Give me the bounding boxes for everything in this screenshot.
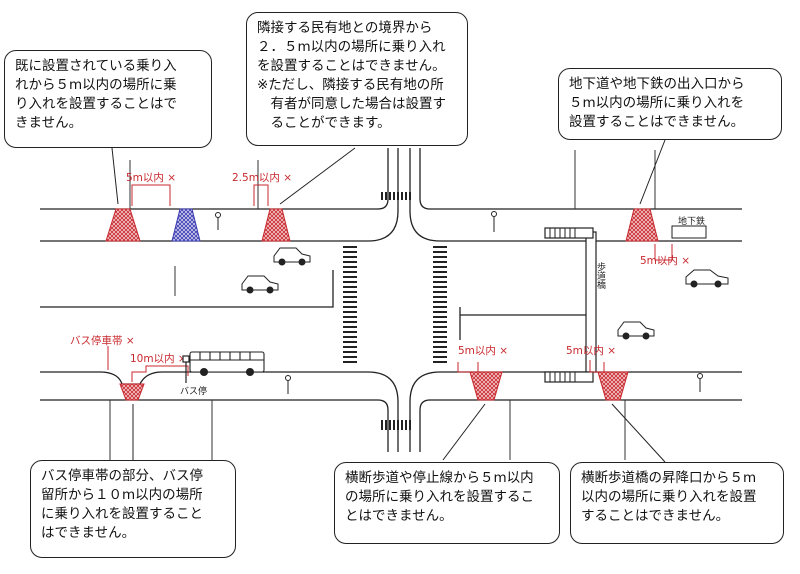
pedestrian-icon-4 — [697, 373, 703, 392]
pedestrian-icon-2 — [491, 211, 497, 232]
subway-entrance: 地下鉄 — [671, 215, 707, 239]
dist-existing-label: 5m以内 × — [126, 171, 176, 184]
bus-icon — [189, 351, 265, 377]
bus-bay-label: バス停車帯 × — [70, 334, 135, 347]
callout-existing-driveway: 既に設置されている乗り入 れから５m以内の場所に乗 り入れを設置することはで き… — [4, 50, 212, 148]
pedestrian-icon-3 — [285, 375, 291, 394]
callout-subway: 地下道や地下鉄の出入口から ５m以内の場所に乗り入れを 設置することはできません… — [558, 68, 782, 140]
car-icon-4 — [617, 321, 655, 340]
callout-bus-stop: バス停車帯の部分、バス停 留所から１０m以内の場所 に乗り入れを設置すること は… — [30, 460, 236, 558]
crosswalk-bottom — [381, 420, 411, 430]
prohibited-driveway-crosswalk — [469, 371, 503, 401]
prohibited-driveway-footbridge — [597, 371, 629, 401]
dist-subway-label: 5m以内 × — [640, 254, 690, 267]
dist-crosswalk-label: 5m以内 × — [458, 344, 508, 357]
footbridge — [544, 227, 597, 383]
dist-boundary-label: 2.5m以内 × — [232, 171, 292, 184]
dist-footbridge-label: 5m以内 × — [566, 344, 616, 357]
pedestrian-icon-1 — [215, 212, 221, 230]
distance-brackets — [107, 184, 673, 382]
footbridge-label: 歩道橋 — [595, 261, 606, 290]
crosswalk-left — [343, 246, 357, 363]
prohibited-driveway-subway — [625, 208, 659, 242]
crosswalk-right — [433, 246, 447, 363]
bus-stop-pole — [182, 355, 190, 383]
existing-driveway — [171, 208, 201, 242]
svg-text:地下鉄: 地下鉄 — [678, 215, 705, 227]
callout-footbridge: 横断歩道橋の昇降口から５m 以内の場所に乗り入れを設置 することはできません。 — [570, 462, 784, 544]
callout-crosswalk: 横断歩道や停止線から５m以内 の場所に乗り入れを設置するこ とはできません。 — [334, 462, 560, 544]
callout-boundary: 隣接する民有地との境界から ２．５m以内の場所に乗り入れ を設置することはできま… — [246, 12, 468, 146]
dist-bus-label: 10m以内 × — [130, 352, 187, 365]
car-icon-2 — [241, 275, 279, 294]
svg-text:歩道橋: 歩道橋 — [595, 261, 606, 290]
car-icon-3 — [685, 269, 729, 288]
prohibited-driveway-existing — [105, 208, 141, 242]
car-icon-1 — [273, 247, 311, 266]
crosswalk-top — [381, 192, 411, 200]
leader-lines — [111, 139, 666, 463]
prohibited-driveway-boundary — [261, 208, 291, 242]
bus-stop-label: バス停 — [180, 385, 207, 397]
road-lines — [40, 148, 742, 452]
prohibited-driveway-bus — [119, 383, 145, 401]
